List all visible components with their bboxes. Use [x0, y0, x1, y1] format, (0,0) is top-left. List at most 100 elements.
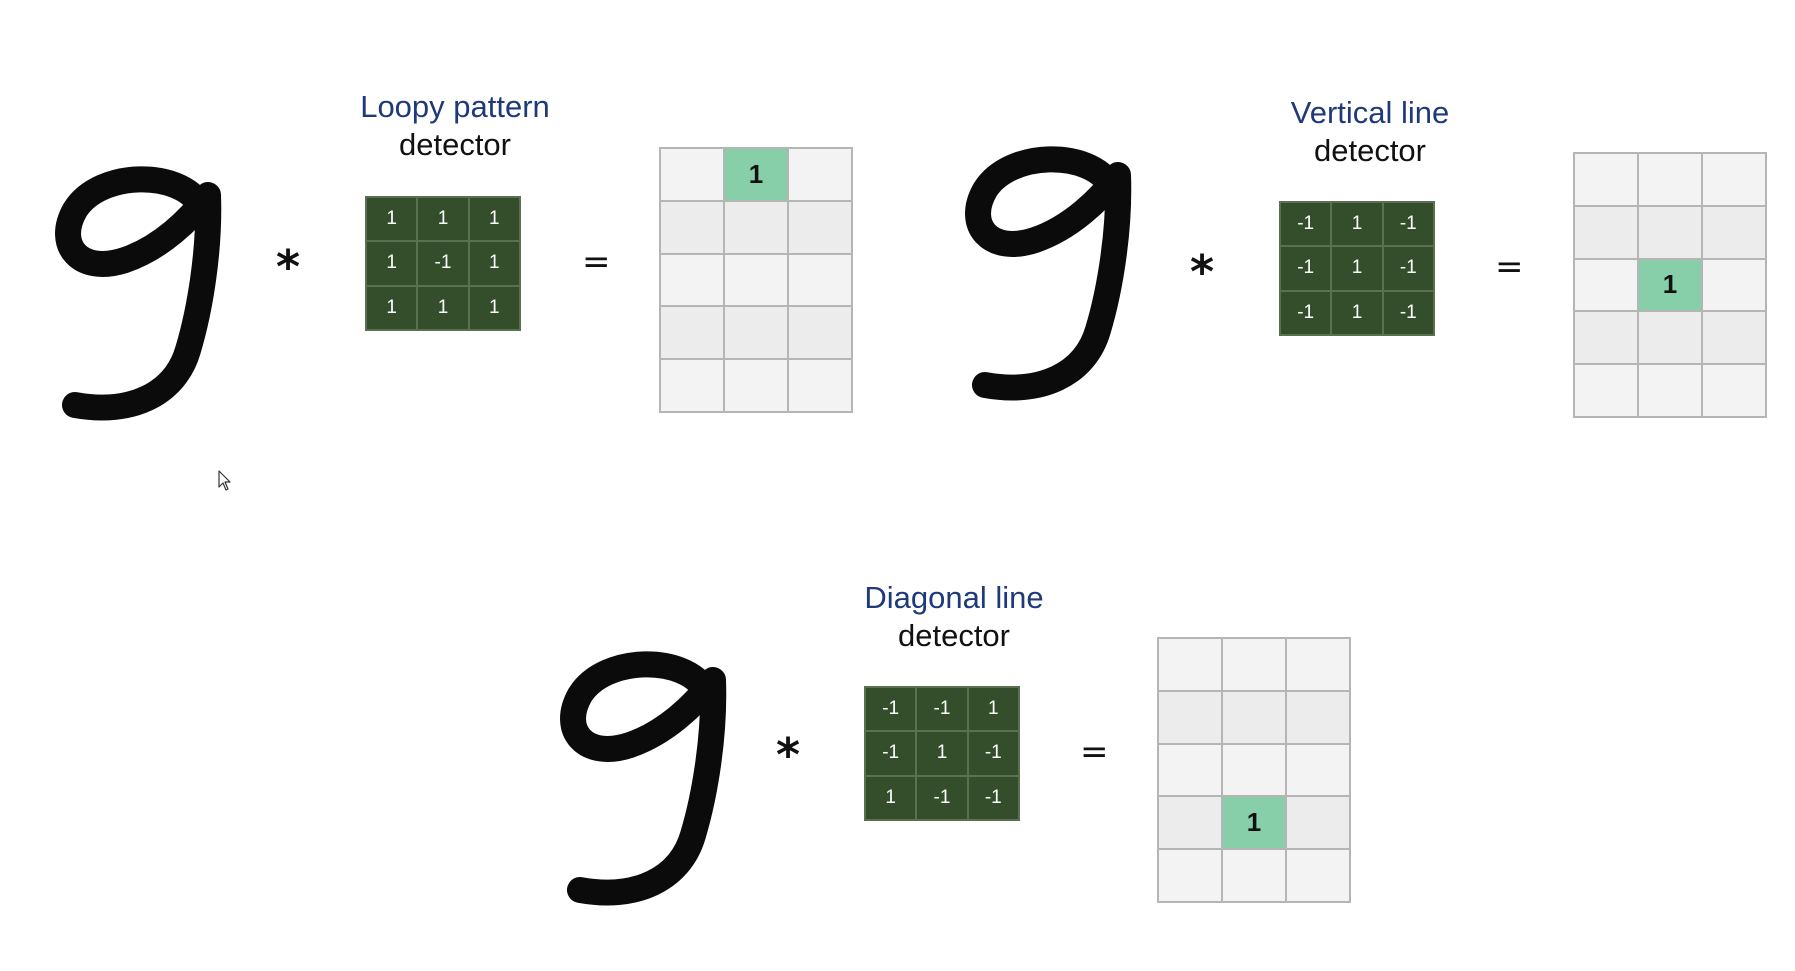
feature-map-cell: [1703, 259, 1765, 311]
feature-map-cell: [725, 201, 787, 253]
convolution-operator: *: [1190, 245, 1215, 299]
feature-map-cell: [1223, 691, 1285, 743]
equals-sign: =: [1495, 247, 1524, 287]
convolution-operator: *: [776, 728, 801, 782]
feature-map-cell: [1575, 365, 1637, 416]
feature-map-cell: [1575, 312, 1637, 364]
equals-sign: =: [1080, 732, 1109, 772]
handwritten-nine-icon: [560, 651, 727, 906]
detector-title: Vertical line detector: [1240, 94, 1500, 170]
kernel-cell: -1: [1383, 247, 1433, 290]
feature-map-cell: [1703, 365, 1765, 416]
feature-map-cell: [1639, 365, 1701, 416]
feature-map-cell: [1639, 206, 1701, 258]
feature-map: 1: [1157, 637, 1351, 903]
feature-map-cell: [1223, 850, 1285, 901]
kernel-cell: 1: [866, 776, 916, 819]
kernel-cell: 1: [418, 198, 468, 241]
kernel-cell: 1: [469, 242, 519, 285]
feature-map: 1: [659, 147, 853, 413]
kernel-cell: -1: [866, 732, 916, 775]
kernel-cell: 1: [1332, 203, 1382, 246]
handwritten-nine-icon: [965, 146, 1132, 401]
feature-map-cell: [1287, 639, 1349, 690]
feature-map: 1: [1573, 152, 1767, 418]
feature-map-cell: [661, 149, 723, 200]
feature-map-cell: [1703, 154, 1765, 205]
feature-map-cell: [789, 254, 851, 306]
detector-title-name: Vertical line: [1290, 95, 1450, 130]
feature-map-active-cell: 1: [725, 149, 787, 200]
kernel-cell: 1: [367, 286, 417, 329]
kernel-cell: 1: [1332, 247, 1382, 290]
digit-nine-image: [960, 140, 1150, 401]
feature-map-cell: [789, 360, 851, 411]
digit-nine-image: [50, 160, 240, 421]
feature-map-active-cell: 1: [1639, 259, 1701, 311]
feature-map-cell: [789, 149, 851, 200]
feature-map-cell: [1159, 744, 1221, 796]
feature-map-cell: [1703, 312, 1765, 364]
kernel-cell: -1: [866, 688, 916, 731]
kernel-cell: 1: [1332, 291, 1382, 334]
feature-map-cell: [1575, 206, 1637, 258]
detector-title: Diagonal line detector: [824, 579, 1084, 655]
kernel-cell: 1: [917, 732, 967, 775]
convolution-operator: *: [276, 240, 301, 294]
feature-map-cell: [661, 254, 723, 306]
kernel-cell: -1: [917, 776, 967, 819]
kernel-cell: -1: [1281, 203, 1331, 246]
feature-map-cell: [661, 360, 723, 411]
kernel-cell: -1: [1281, 247, 1331, 290]
feature-map-cell: [1287, 691, 1349, 743]
detector-title-name: Loopy pattern: [360, 89, 550, 124]
detector-title-suffix: detector: [897, 618, 1010, 653]
feature-map-cell: [725, 307, 787, 359]
feature-map-cell: [1703, 206, 1765, 258]
feature-map-cell: [1575, 154, 1637, 205]
feature-map-cell: [1575, 259, 1637, 311]
kernel-cell: -1: [1281, 291, 1331, 334]
kernel-cell: -1: [1383, 203, 1433, 246]
feature-map-cell: [789, 307, 851, 359]
kernel-cell: 1: [367, 198, 417, 241]
feature-map-cell: [1223, 744, 1285, 796]
kernel-grid: 1 1 1 1 -1 1 1 1 1: [365, 196, 521, 331]
feature-map-cell: [1159, 797, 1221, 849]
kernel-cell: -1: [418, 242, 468, 285]
equals-sign: =: [582, 242, 611, 282]
feature-map-cell: [789, 201, 851, 253]
feature-map-cell: [1639, 312, 1701, 364]
detector-title-suffix: detector: [1313, 133, 1426, 168]
feature-map-cell: [725, 254, 787, 306]
feature-map-cell: [661, 201, 723, 253]
feature-map-cell: [1287, 850, 1349, 901]
kernel-grid: -1 1 -1 -1 1 -1 -1 1 -1: [1279, 201, 1435, 336]
feature-map-cell: [1287, 744, 1349, 796]
kernel-cell: 1: [367, 242, 417, 285]
feature-map-cell: [1223, 639, 1285, 690]
kernel-grid: -1 -1 1 -1 1 -1 1 -1 -1: [864, 686, 1020, 821]
mouse-pointer-icon: [218, 470, 234, 492]
kernel-cell: 1: [469, 286, 519, 329]
kernel-cell: -1: [917, 688, 967, 731]
kernel-cell: 1: [469, 198, 519, 241]
feature-map-cell: [1159, 850, 1221, 901]
kernel-cell: -1: [968, 776, 1018, 819]
digit-nine-image: [555, 645, 745, 906]
detector-title: Loopy pattern detector: [325, 88, 585, 164]
feature-map-cell: [725, 360, 787, 411]
kernel-cell: -1: [1383, 291, 1433, 334]
feature-map-cell: [1287, 797, 1349, 849]
feature-map-cell: [1159, 639, 1221, 690]
feature-map-active-cell: 1: [1223, 797, 1285, 849]
kernel-cell: 1: [968, 688, 1018, 731]
handwritten-nine-icon: [55, 166, 222, 421]
feature-map-cell: [1159, 691, 1221, 743]
kernel-cell: 1: [418, 286, 468, 329]
detector-title-suffix: detector: [398, 127, 511, 162]
feature-map-cell: [1639, 154, 1701, 205]
detector-title-name: Diagonal line: [864, 580, 1044, 615]
kernel-cell: -1: [968, 732, 1018, 775]
feature-map-cell: [661, 307, 723, 359]
